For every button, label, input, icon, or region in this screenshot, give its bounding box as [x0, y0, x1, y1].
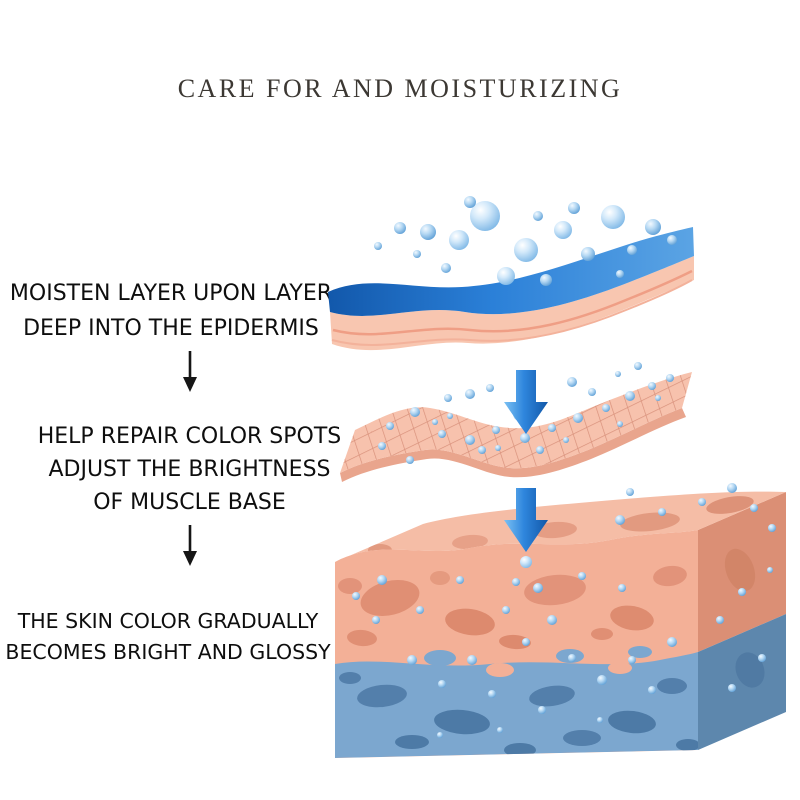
sheet-edge — [340, 408, 686, 482]
absorb-arrow-icon — [504, 370, 548, 434]
flow-down-arrow-icon — [183, 525, 197, 566]
step-2-text: HELP REPAIR COLOR SPOTS ADJUST THE BRIGH… — [2, 420, 377, 519]
step-3-line-1: THE SKIN COLOR GRADUALLY — [17, 609, 319, 633]
step-1-text: MOISTEN LAYER UPON LAYER DEEP INTO THE E… — [0, 276, 342, 346]
epidermis-band-stripe — [332, 269, 693, 336]
step-2-line-3: OF MUSCLE BASE — [93, 490, 286, 515]
step-1-line-2: DEEP INTO THE EPIDERMIS — [23, 316, 319, 341]
water-film-layer — [328, 227, 694, 351]
flow-down-arrow-icon — [183, 351, 197, 392]
epidermis-band — [330, 256, 694, 351]
sheet-grid — [340, 372, 692, 473]
hydrated-blue-zone — [335, 652, 698, 758]
epidermis-band-stripe — [331, 279, 693, 346]
dermis-tissue-block — [335, 491, 786, 758]
water-bubbles — [374, 196, 677, 286]
water-ribbon — [328, 227, 694, 316]
step-2-line-1: HELP REPAIR COLOR SPOTS — [37, 424, 342, 449]
step-3-text: THE SKIN COLOR GRADUALLY BECOMES BRIGHT … — [0, 606, 336, 668]
dermis-bubbles — [352, 483, 776, 738]
step-2-line-2: ADJUST THE BRIGHTNESS — [48, 457, 331, 482]
skin-layers-illustration — [328, 196, 786, 758]
step-1-line-1: MOISTEN LAYER UPON LAYER — [9, 281, 333, 306]
epidermis-mesh-sheet — [340, 372, 692, 482]
absorb-arrow-icon — [504, 488, 548, 552]
top-face-blobs — [368, 496, 754, 556]
page-title: CARE FOR AND MOISTURIZING — [177, 74, 623, 103]
step-3-line-2: BECOMES BRIGHT AND GLOSSY — [5, 640, 331, 664]
